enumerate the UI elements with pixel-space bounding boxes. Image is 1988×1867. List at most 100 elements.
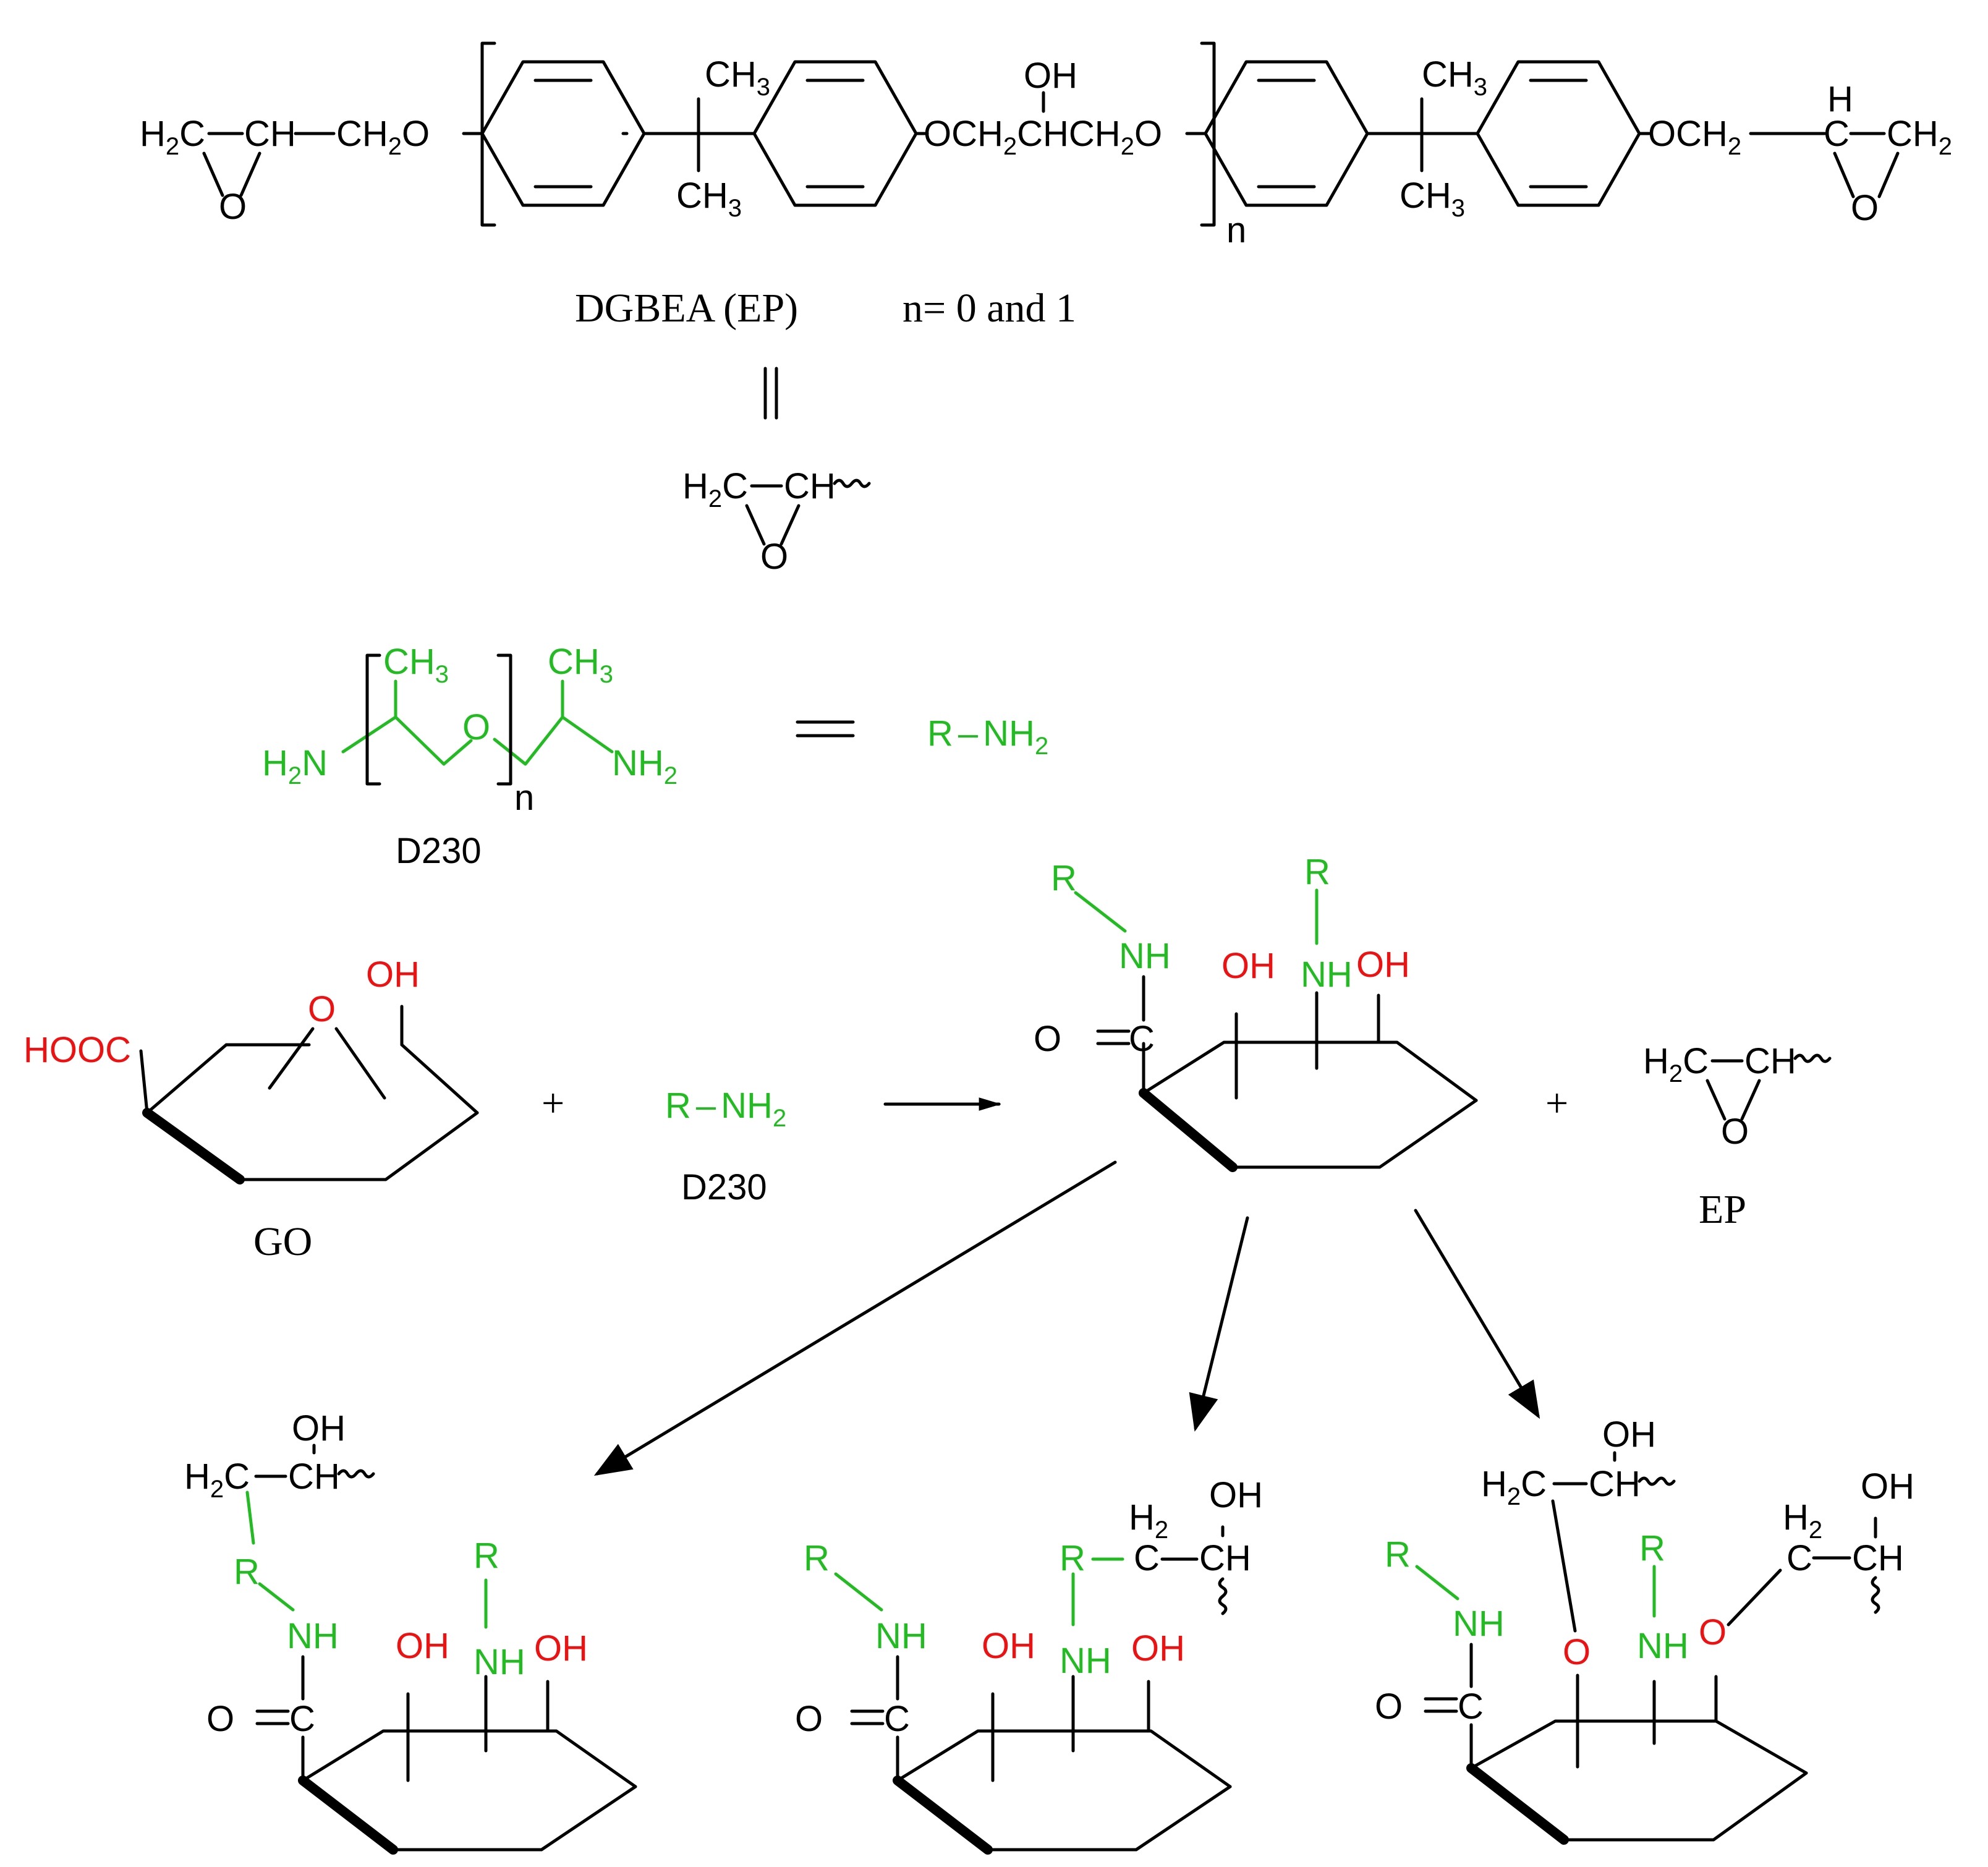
svg-text:NH: NH [1301,955,1353,995]
svg-text:CH3: CH3 [548,642,613,688]
svg-text:H2C: H2C [1481,1464,1547,1510]
svg-text:O: O [1721,1112,1749,1152]
svg-text:O: O [1699,1612,1727,1652]
svg-text:O: O [795,1699,823,1739]
svg-text:H2N: H2N [262,743,328,789]
svg-text:CH: CH [1744,1041,1796,1081]
svg-text:NH: NH [1637,1626,1689,1666]
svg-text:CH: CH [244,114,296,154]
svg-text:NH: NH [1119,936,1171,976]
ep-name: EP [1699,1187,1746,1232]
product-2: O C NH R OH NH R C H2 CH OH OH [795,1475,1263,1855]
svg-text:R: R [474,1536,499,1576]
svg-text:C: C [1134,1538,1160,1578]
svg-text:H2C: H2C [184,1457,250,1503]
svg-text:OH: OH [1602,1414,1656,1455]
svg-text:O: O [462,707,490,747]
svg-text:R: R [804,1538,830,1578]
svg-text:OH: OH [1861,1466,1914,1507]
svg-text:OH: OH [396,1626,449,1666]
product-1: O C NH R H2C CH OH OH NH R OH [184,1408,637,1855]
svg-text:OH: OH [366,955,420,995]
equivalence-sign [763,367,778,420]
epoxy-n-note: n= 0 and 1 [903,286,1076,331]
svg-text:O: O [308,989,336,1029]
go-structure: HOOC O OH [23,955,479,1184]
svg-text:H2C: H2C [682,466,748,512]
d230-equals-sign [796,720,855,738]
epoxy-name: DGBEA (EP) [575,286,798,331]
svg-text:OH: OH [1209,1475,1263,1515]
svg-text:NH2: NH2 [612,743,678,789]
svg-text:H2: H2 [1129,1497,1168,1544]
svg-text:O: O [206,1699,234,1739]
svg-text:CH3: CH3 [1422,54,1487,101]
plus-sign-1: + [542,1081,564,1126]
svg-text:O: O [1375,1686,1403,1727]
epoxide-simplified: H2C CH O [682,466,871,577]
svg-text:CH: CH [288,1457,340,1497]
svg-text:H2C: H2C [1643,1041,1709,1087]
svg-text:C: C [1458,1686,1484,1727]
svg-text:R: R [1639,1528,1665,1568]
svg-text:C: C [1824,114,1850,154]
svg-text:C: C [289,1699,315,1739]
d230-reactant-name: D230 [681,1167,767,1207]
svg-text:H2C: H2C [140,114,205,160]
svg-text:HOOC: HOOC [23,1030,131,1070]
svg-text:CH3: CH3 [383,642,449,688]
svg-text:R: R [1385,1534,1411,1575]
svg-text:CH2: CH2 [1887,114,1952,160]
svg-text:OCH2: OCH2 [1648,114,1741,160]
svg-text:CH: CH [784,466,836,506]
svg-text:H: H [1827,79,1853,119]
svg-text:O: O [1851,188,1879,228]
svg-text:NH: NH [1453,1604,1505,1644]
svg-text:OH: OH [982,1626,1035,1666]
plus-sign-2: + [1545,1081,1568,1126]
svg-text:C: C [1129,1019,1155,1059]
svg-text:C: C [1786,1538,1812,1578]
svg-text:OCH2CHCH2O: OCH2CHCH2O [924,114,1162,160]
svg-text:O: O [760,537,788,577]
svg-text:O: O [1563,1632,1591,1672]
go-d230-intermediate: O C NH R OH NH R OH [1034,852,1478,1172]
epoxy-dgbea-structure: H2C CH O CH2O n CH3 CH3 OCH2CHCH2O OH [140,41,1952,250]
svg-text:OH: OH [292,1408,346,1448]
svg-text:O: O [219,187,247,227]
svg-text:R: R [234,1552,260,1592]
svg-text:NH: NH [474,1642,525,1682]
svg-text:H2: H2 [1783,1497,1822,1544]
svg-text:R: R [1304,852,1330,892]
svg-text:CH: CH [1852,1538,1904,1578]
svg-text:R: R [1051,858,1077,898]
svg-text:n: n [514,778,534,818]
svg-text:OH: OH [1024,56,1077,96]
go-name: GO [253,1219,312,1264]
r-nh2-reactant: R–NH2 [665,1086,786,1132]
svg-text:CH2O: CH2O [336,114,430,160]
svg-text:OH: OH [1131,1628,1185,1669]
svg-text:NH: NH [287,1616,339,1656]
svg-text:CH: CH [1589,1464,1641,1504]
arrow-to-product-3 [1414,1209,1540,1419]
product-3: O C NH R O H2C CH OH NH R O C H2 CH OH [1375,1414,1914,1845]
svg-text:OH: OH [534,1628,588,1669]
svg-text:CH3: CH3 [705,54,770,101]
svg-text:C: C [884,1699,910,1739]
svg-text:OH: OH [1356,945,1410,985]
arrow-to-product-1 [593,1160,1117,1476]
arrow-to-product-2 [1189,1216,1249,1432]
d230-structure: H2N CH3 O CH3 NH2 n [262,642,678,818]
svg-text:OH: OH [1221,946,1275,986]
svg-text:n: n [1226,210,1246,250]
d230-name: D230 [396,831,482,871]
r-nh2-abbreviation: R–NH2 [927,713,1048,760]
svg-text:R: R [1060,1538,1085,1578]
epoxide-reactant: H2C CH O [1643,1041,1832,1152]
svg-text:NH: NH [1060,1641,1111,1681]
svg-text:CH3: CH3 [1400,176,1465,222]
svg-text:NH: NH [875,1616,927,1656]
svg-text:CH: CH [1199,1538,1251,1578]
